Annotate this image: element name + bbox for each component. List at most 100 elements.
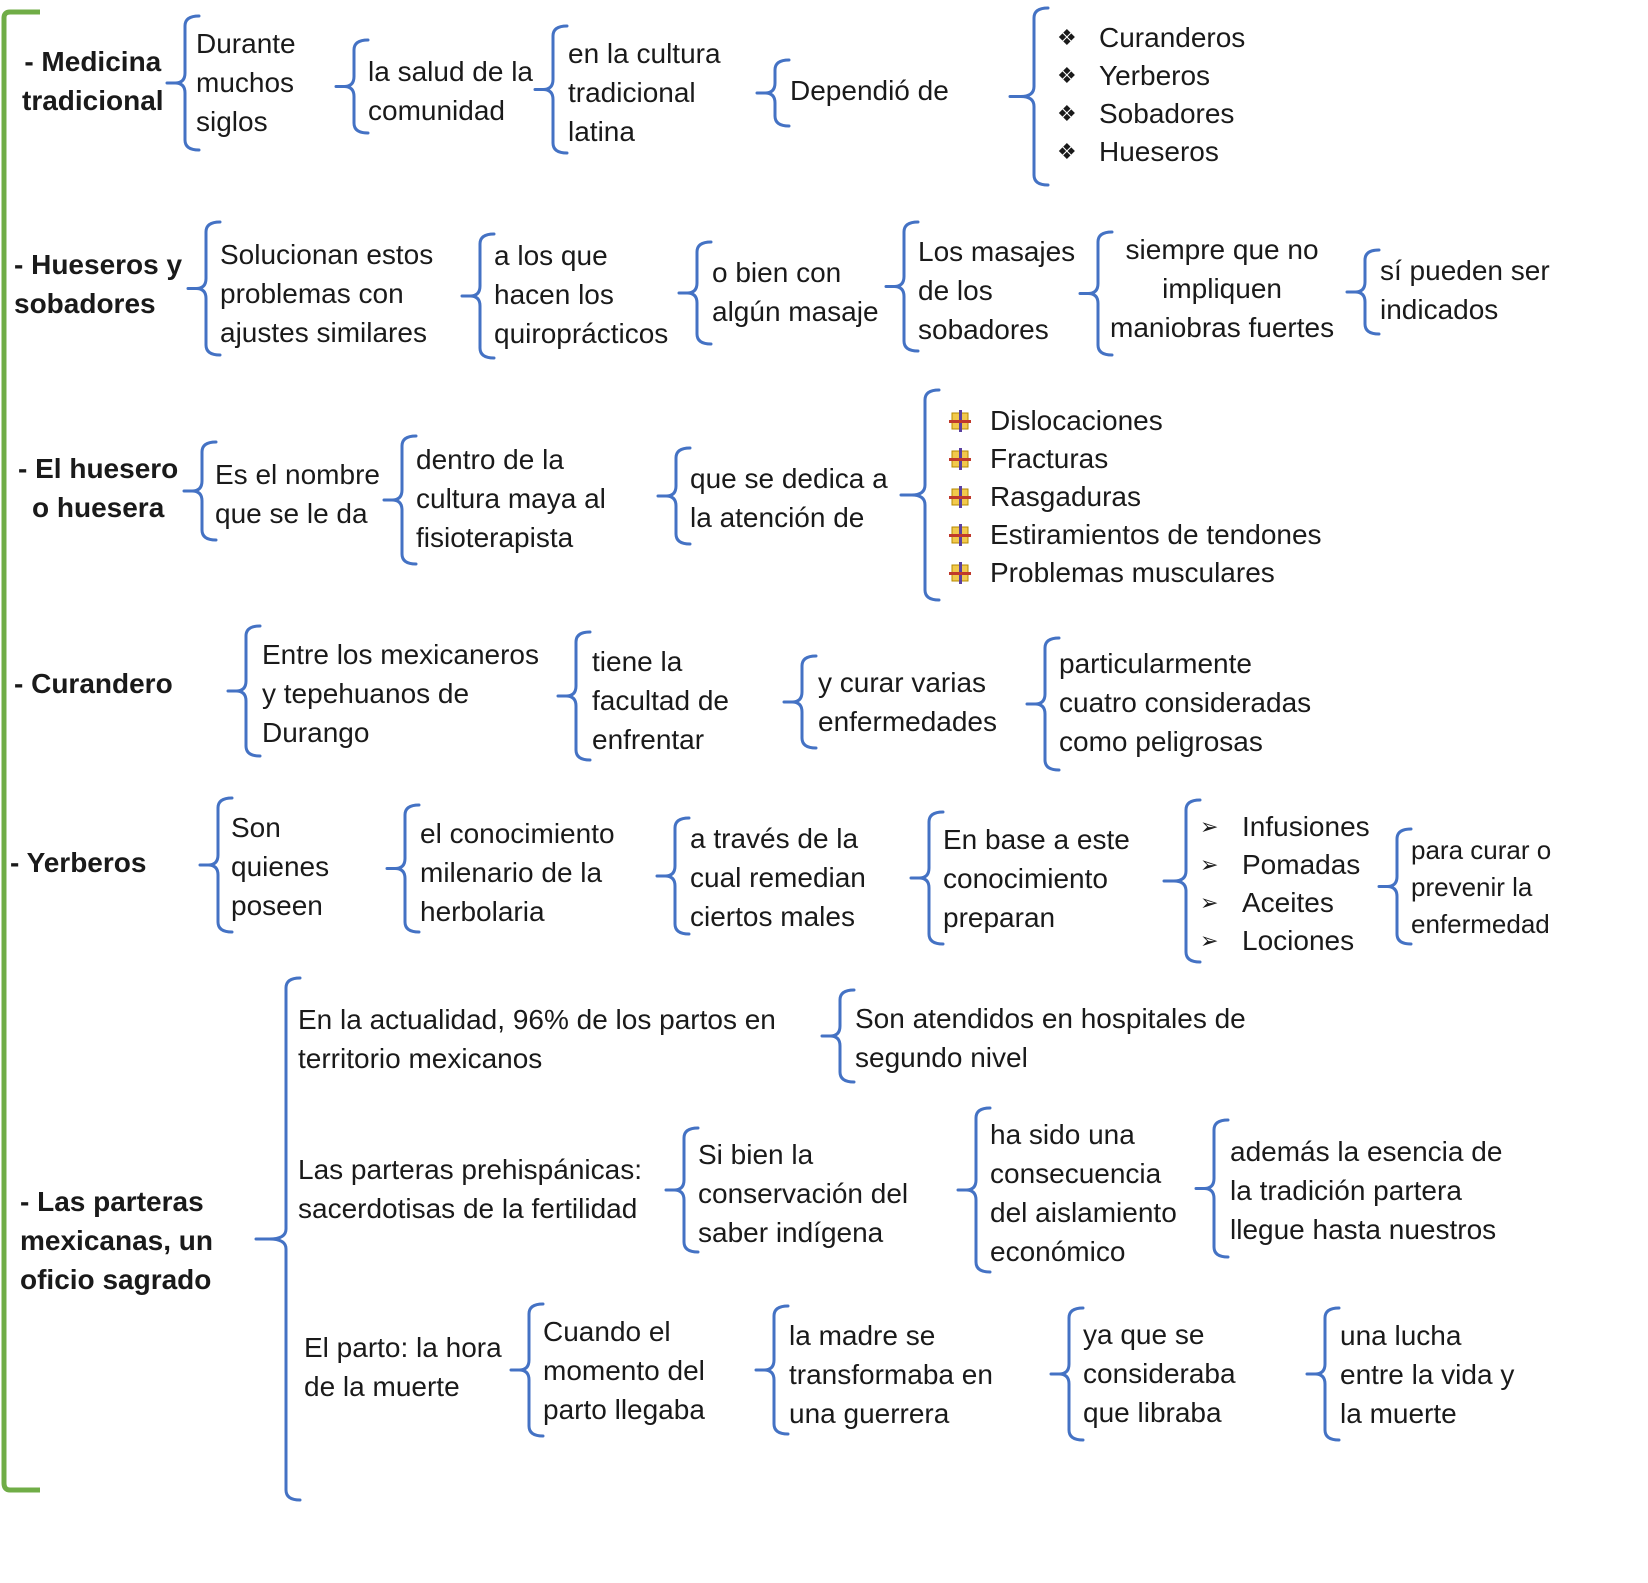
node-line: problemas con (220, 278, 404, 309)
section-heading-line: - Curandero (14, 668, 173, 699)
list-item: ❖Hueseros (1057, 133, 1245, 171)
list-item: ❖ Curanderos (1057, 19, 1246, 57)
list-item: Problemas musculares (949, 554, 1322, 592)
node-line: de la muerte (304, 1371, 460, 1402)
curly-bracket (334, 38, 370, 135)
node-line: cuatro consideradas (1059, 687, 1312, 718)
list-item: Fracturas (949, 440, 1322, 478)
curly-bracket (1377, 827, 1413, 946)
node-line: económico (990, 1236, 1126, 1267)
node-line: poseen (231, 890, 323, 921)
curly-bracket (385, 803, 421, 934)
curly-bracket (755, 58, 791, 128)
node-line: Es el nombre (215, 459, 380, 490)
node-line: segundo nivel (855, 1042, 1028, 1073)
diamond-bullet-icon: ❖ (1057, 139, 1077, 164)
list-item-label: Estiramientos de tendones (990, 519, 1322, 550)
list-item-label: Dislocaciones (990, 405, 1163, 436)
list-item: Rasgaduras (949, 478, 1322, 516)
curly-bracket (198, 796, 234, 934)
list-item-label: Curanderos (1099, 22, 1246, 53)
node-line: la madre se (789, 1320, 936, 1351)
node-line: consideraba (1083, 1358, 1236, 1389)
list-item: ➢Lociones (1200, 922, 1370, 960)
node-line: el conocimiento (420, 818, 615, 849)
list-item: ➢Pomadas (1200, 846, 1370, 884)
node-line: cultura maya al (416, 483, 606, 514)
node-line: una lucha (1340, 1320, 1462, 1351)
curly-bracket (1162, 798, 1202, 964)
node-line: impliquen (1162, 273, 1282, 304)
list-item-label: Fracturas (990, 443, 1109, 474)
node-line: entre la vida y (1340, 1359, 1515, 1390)
node-line: Los masajes (918, 236, 1076, 267)
node: Las parteras prehispánicas: sacerdotisas … (298, 1150, 642, 1228)
section-heading-line: oficio sagrado (20, 1264, 212, 1295)
diamond-bullet-icon: ❖ (1057, 101, 1077, 126)
curly-bracket (782, 654, 818, 750)
node-line: ya que se (1083, 1319, 1205, 1350)
node-line: hacen los (494, 279, 614, 310)
node-line: prevenir la (1411, 872, 1533, 902)
arrow-bullet-icon: ➢ (1200, 928, 1219, 953)
node-line: en la cultura (568, 38, 721, 69)
list-item-label: Rasgaduras (990, 481, 1141, 512)
node-line: momento del (543, 1355, 705, 1386)
node-line: Si bien la (698, 1139, 814, 1170)
node: Dependió de (790, 71, 949, 110)
node-line: quiroprácticos (494, 318, 669, 349)
node-line: Entre los mexicaneros (262, 639, 540, 670)
node-line: Durango (262, 717, 370, 748)
curly-bracket (254, 976, 302, 1502)
arrow-bullet-icon: ➢ (1200, 890, 1219, 915)
node-line: algún masaje (712, 296, 879, 327)
node-line: enfrentar (592, 724, 705, 755)
diamond-bullet-icon: ❖ (1057, 25, 1077, 50)
node-line: Las parteras prehispánicas: (298, 1154, 642, 1185)
list-item-label: Infusiones (1242, 811, 1370, 842)
curly-bracket (1194, 1118, 1230, 1259)
node-line: y curar varias (818, 667, 987, 698)
section-heading: - El huesero o huesera (18, 449, 178, 527)
curly-bracket (956, 1106, 992, 1274)
node-line: ajustes similares (220, 317, 427, 348)
curly-bracket (899, 388, 941, 602)
section-heading-line: o huesera (31, 492, 165, 523)
arrow-bullet-icon: ➢ (1200, 814, 1219, 839)
square-bullet-icon (948, 516, 972, 554)
node-line: herbolaria (420, 896, 545, 927)
node-line: conservación del (698, 1178, 909, 1209)
square-bullet-icon (948, 440, 972, 478)
section-heading-line: - El huesero (18, 453, 179, 484)
curly-bracket (186, 220, 222, 357)
square-bullet-icon (948, 554, 972, 592)
curly-bracket (664, 1126, 700, 1254)
section-heading-line: mexicanas, un (20, 1225, 213, 1256)
list-item: ➢ Infusiones (1200, 808, 1370, 846)
node-line: sacerdotisas de la fertilidad (298, 1193, 638, 1224)
diamond-bullet-icon: ❖ (1057, 63, 1077, 88)
curly-bracket (1345, 248, 1381, 336)
node-line: particularmente (1059, 648, 1252, 679)
section-heading-line: - Hueseros y (14, 249, 183, 280)
